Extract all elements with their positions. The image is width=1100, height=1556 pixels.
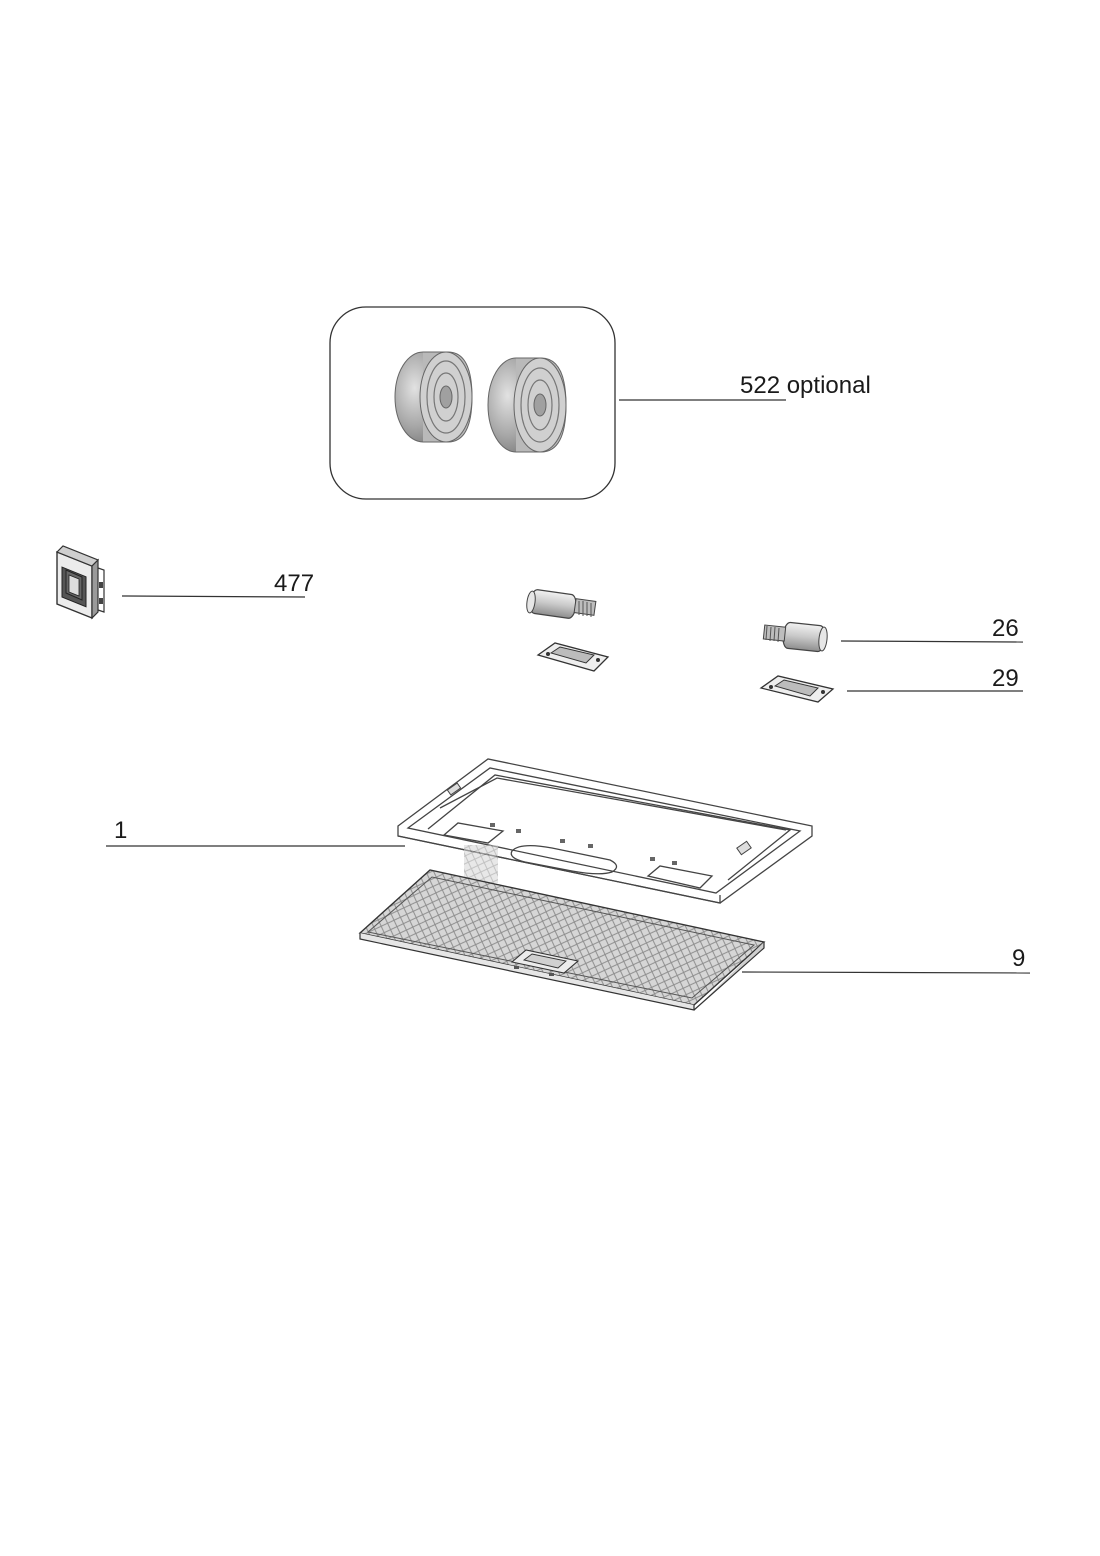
lamp-holder-right-icon	[759, 675, 835, 703]
grease-filter-icon	[358, 869, 766, 1011]
label-477: 477	[274, 570, 314, 597]
control-module-group: 477	[55, 545, 314, 620]
lamp-holder-left-icon	[536, 642, 610, 672]
hood-frame-icon	[397, 758, 813, 904]
lamp-group: 26	[762, 615, 1024, 653]
label-26: 26	[992, 615, 1019, 642]
hood-frame-group: 1	[106, 758, 813, 904]
carbon-filter-left-icon	[394, 351, 473, 443]
grease-filter-group: 9	[358, 869, 1031, 1011]
label-1: 1	[114, 817, 127, 844]
leader-26	[840, 640, 1024, 643]
leader-9	[741, 971, 1031, 974]
label-522: 522 optional	[740, 372, 871, 399]
lamp-holder-group: 29	[759, 665, 1023, 703]
lamp-left-icon	[526, 589, 597, 619]
carbon-filter-right-icon	[487, 357, 567, 453]
carbon-filter-group: 522 optional	[329, 306, 871, 500]
leader-477	[121, 595, 306, 598]
label-29: 29	[992, 665, 1019, 692]
label-9: 9	[1012, 945, 1025, 972]
control-module-icon	[55, 545, 105, 620]
optional-parts-box	[329, 306, 616, 500]
lamp-right-icon	[762, 621, 828, 653]
